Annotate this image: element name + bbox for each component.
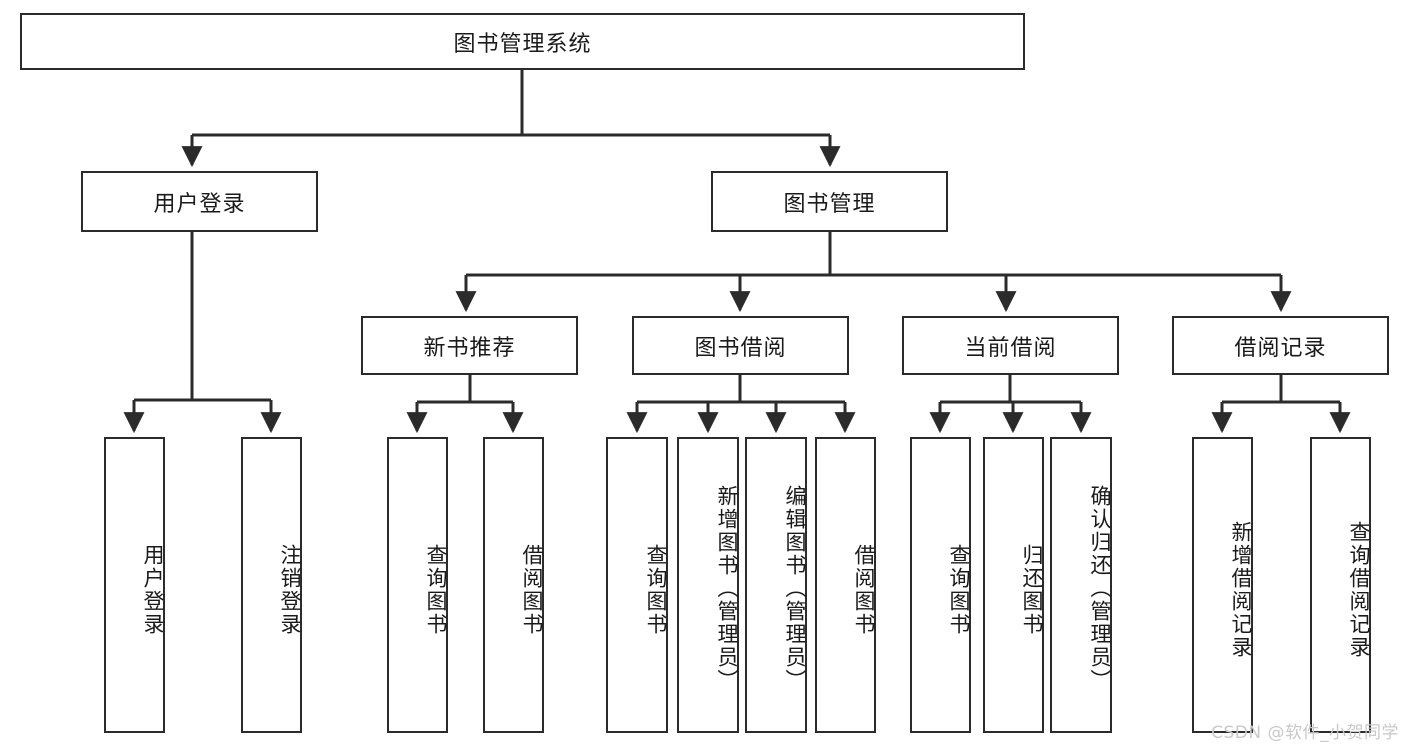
- node-leaf-return-book[interactable]: 归还图书: [983, 437, 1044, 733]
- node-leaf-return-book-label: 归还图书: [1020, 544, 1044, 636]
- node-leaf-borrow-book-rec-label: 借阅图书: [520, 544, 544, 636]
- node-leaf-query-book-current[interactable]: 查询图书: [910, 437, 971, 733]
- node-leaf-user-logout-label: 注销登录: [278, 544, 302, 636]
- node-leaf-borrow-book-rec[interactable]: 借阅图书: [483, 437, 544, 733]
- node-book-manage[interactable]: 图书管理: [711, 171, 948, 232]
- node-borrow-record-label: 借阅记录: [1234, 335, 1327, 361]
- node-leaf-confirm-return-admin-label: 确认归还（管理员）: [1088, 484, 1112, 692]
- node-leaf-query-book-borrow-label: 查询图书: [644, 544, 668, 636]
- node-current-borrow[interactable]: 当前借阅: [902, 316, 1119, 375]
- node-root-label: 图书管理系统: [453, 31, 592, 57]
- node-leaf-query-book-borrow[interactable]: 查询图书: [606, 437, 668, 733]
- node-leaf-add-borrow-record-label: 新增借阅记录: [1229, 521, 1253, 659]
- node-leaf-borrow-book-label: 借阅图书: [852, 544, 876, 636]
- node-root[interactable]: 图书管理系统: [20, 13, 1025, 70]
- node-leaf-user-login-label: 用户登录: [141, 544, 165, 636]
- node-leaf-edit-book-admin[interactable]: 编辑图书（管理员）: [745, 437, 807, 733]
- node-leaf-query-borrow-record-label: 查询借阅记录: [1347, 521, 1371, 659]
- node-user-login-label: 用户登录: [153, 191, 246, 217]
- node-leaf-edit-book-admin-label: 编辑图书（管理员）: [783, 484, 807, 692]
- node-current-borrow-label: 当前借阅: [964, 335, 1057, 361]
- node-borrow-record[interactable]: 借阅记录: [1172, 316, 1389, 375]
- node-user-login[interactable]: 用户登录: [81, 171, 318, 232]
- node-leaf-query-borrow-record[interactable]: 查询借阅记录: [1310, 437, 1371, 733]
- node-leaf-user-logout[interactable]: 注销登录: [241, 437, 302, 733]
- node-book-manage-label: 图书管理: [783, 191, 876, 217]
- node-leaf-user-login[interactable]: 用户登录: [104, 437, 165, 733]
- node-new-book-rec[interactable]: 新书推荐: [361, 316, 578, 375]
- node-leaf-query-book-current-label: 查询图书: [947, 544, 971, 636]
- node-book-borrow[interactable]: 图书借阅: [632, 316, 849, 375]
- node-book-borrow-label: 图书借阅: [694, 335, 787, 361]
- node-leaf-confirm-return-admin[interactable]: 确认归还（管理员）: [1050, 437, 1112, 733]
- node-leaf-add-borrow-record[interactable]: 新增借阅记录: [1192, 437, 1253, 733]
- watermark: CSDN @软件_小贺同学: [1211, 723, 1399, 743]
- node-new-book-rec-label: 新书推荐: [423, 335, 516, 361]
- node-leaf-query-book-rec-label: 查询图书: [424, 544, 448, 636]
- node-leaf-query-book-rec[interactable]: 查询图书: [387, 437, 448, 733]
- node-leaf-add-book-admin[interactable]: 新增图书（管理员）: [677, 437, 739, 733]
- node-leaf-borrow-book[interactable]: 借阅图书: [815, 437, 876, 733]
- node-leaf-add-book-admin-label: 新增图书（管理员）: [715, 484, 739, 692]
